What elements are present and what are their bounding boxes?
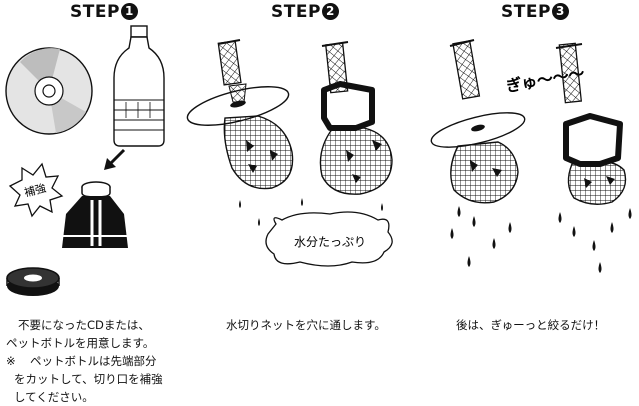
net-through-cd bbox=[186, 39, 294, 190]
step-3-caption: 後は、ぎゅーっと絞るだけ！ bbox=[456, 318, 606, 332]
water-drop-icon bbox=[558, 208, 632, 273]
rubber-ring-icon bbox=[6, 267, 60, 296]
net-squeeze-bottle bbox=[555, 42, 627, 205]
step-2-number: 2 bbox=[321, 3, 339, 20]
reinforce-burst-icon bbox=[8, 162, 64, 218]
note-line-3: してください。 bbox=[14, 390, 94, 404]
step-3-word: STEP bbox=[501, 2, 551, 22]
step-1-caption-line-2: ペットボトルを用意します。 bbox=[6, 336, 155, 350]
step-3-number: 3 bbox=[551, 3, 569, 20]
step-1-word: STEP bbox=[70, 2, 120, 22]
arrow-icon bbox=[104, 148, 126, 170]
net-through-bottle bbox=[319, 41, 393, 195]
step-2-caption: 水切りネットを穴に通します。 bbox=[226, 318, 386, 332]
note-line-2: をカットして、切り口を補強 bbox=[14, 372, 163, 386]
water-drop-icon bbox=[450, 206, 512, 267]
step-1-number: 1 bbox=[120, 3, 138, 20]
step-2-word: STEP bbox=[271, 2, 321, 22]
cut-bottle-icon bbox=[62, 181, 128, 248]
reinforce-label: 補強 bbox=[23, 182, 47, 200]
water-drop-icon bbox=[239, 198, 303, 226]
speech-bubble bbox=[265, 211, 393, 267]
note-mark: ※ bbox=[6, 354, 16, 368]
pet-bottle-icon bbox=[113, 25, 165, 147]
lots-of-water-label: 水分たっぷり bbox=[294, 235, 366, 249]
note-line-1: ペットボトルは先端部分 bbox=[30, 354, 157, 368]
cd-disc-icon bbox=[5, 47, 93, 135]
net-squeeze-cd bbox=[430, 39, 526, 204]
step-1-caption-line-1: 不要になったCDまたは、 bbox=[18, 318, 150, 332]
